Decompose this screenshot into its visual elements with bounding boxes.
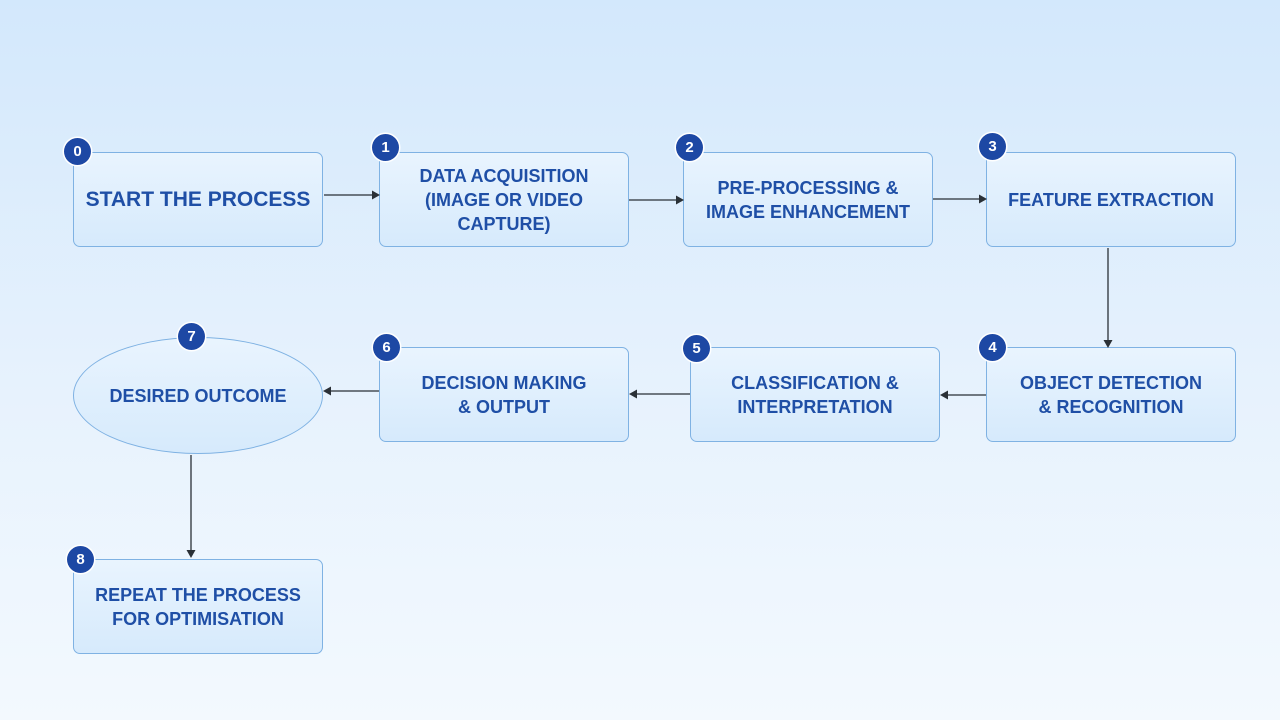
arrow-head	[979, 194, 987, 204]
step-badge-4: 4	[979, 334, 1006, 361]
arrow-head	[186, 550, 196, 558]
arrow-head	[940, 390, 948, 400]
node-label: PRE-PROCESSING & IMAGE ENHANCEMENT	[705, 177, 910, 222]
connector-5-6	[629, 389, 690, 399]
node-feature-extraction: FEATURE EXTRACTION	[986, 152, 1236, 247]
connector-0-1	[324, 190, 380, 200]
node-start-the-process: START THE PROCESS	[73, 152, 323, 247]
node-label: DESIRED OUTCOME	[109, 385, 287, 406]
arrow-head	[629, 389, 637, 399]
step-badge-2: 2	[676, 134, 703, 161]
node-label: DECISION MAKING & OUTPUT	[421, 372, 587, 417]
connector-3-4	[1103, 248, 1113, 348]
arrow-head	[1103, 340, 1113, 348]
node-label: FEATURE EXTRACTION	[1008, 189, 1214, 210]
step-badge-7: 7	[178, 323, 205, 350]
node-object-detection: OBJECT DETECTION & RECOGNITION	[986, 347, 1236, 442]
node-pre-processing: PRE-PROCESSING & IMAGE ENHANCEMENT	[683, 152, 933, 247]
node-desired-outcome: DESIRED OUTCOME	[73, 337, 323, 454]
arrow-head	[372, 190, 380, 200]
step-badge-3: 3	[979, 133, 1006, 160]
node-decision-making: DECISION MAKING & OUTPUT	[379, 347, 629, 442]
node-label: DATA ACQUISITION (IMAGE OR VIDEO CAPTURE…	[419, 165, 589, 234]
arrow-head	[676, 195, 684, 205]
arrow-head	[323, 386, 331, 396]
node-data-acquisition: DATA ACQUISITION (IMAGE OR VIDEO CAPTURE…	[379, 152, 629, 247]
node-classification: CLASSIFICATION & INTERPRETATION	[690, 347, 940, 442]
step-badge-5: 5	[683, 335, 710, 362]
connector-2-3	[933, 194, 987, 204]
connector-6-7	[323, 386, 379, 396]
node-label: CLASSIFICATION & INTERPRETATION	[731, 372, 899, 417]
connector-7-8	[186, 455, 196, 558]
step-badge-0: 0	[64, 138, 91, 165]
step-badge-1: 1	[372, 134, 399, 161]
node-label: OBJECT DETECTION & RECOGNITION	[1019, 372, 1202, 417]
node-label: START THE PROCESS	[85, 187, 311, 211]
step-badge-8: 8	[67, 546, 94, 573]
node-label: REPEAT THE PROCESS FOR OPTIMISATION	[95, 584, 301, 629]
connector-1-2	[629, 195, 684, 205]
step-badge-6: 6	[373, 334, 400, 361]
connector-4-5	[940, 390, 986, 400]
node-repeat-the-process: REPEAT THE PROCESS FOR OPTIMISATION	[73, 559, 323, 654]
